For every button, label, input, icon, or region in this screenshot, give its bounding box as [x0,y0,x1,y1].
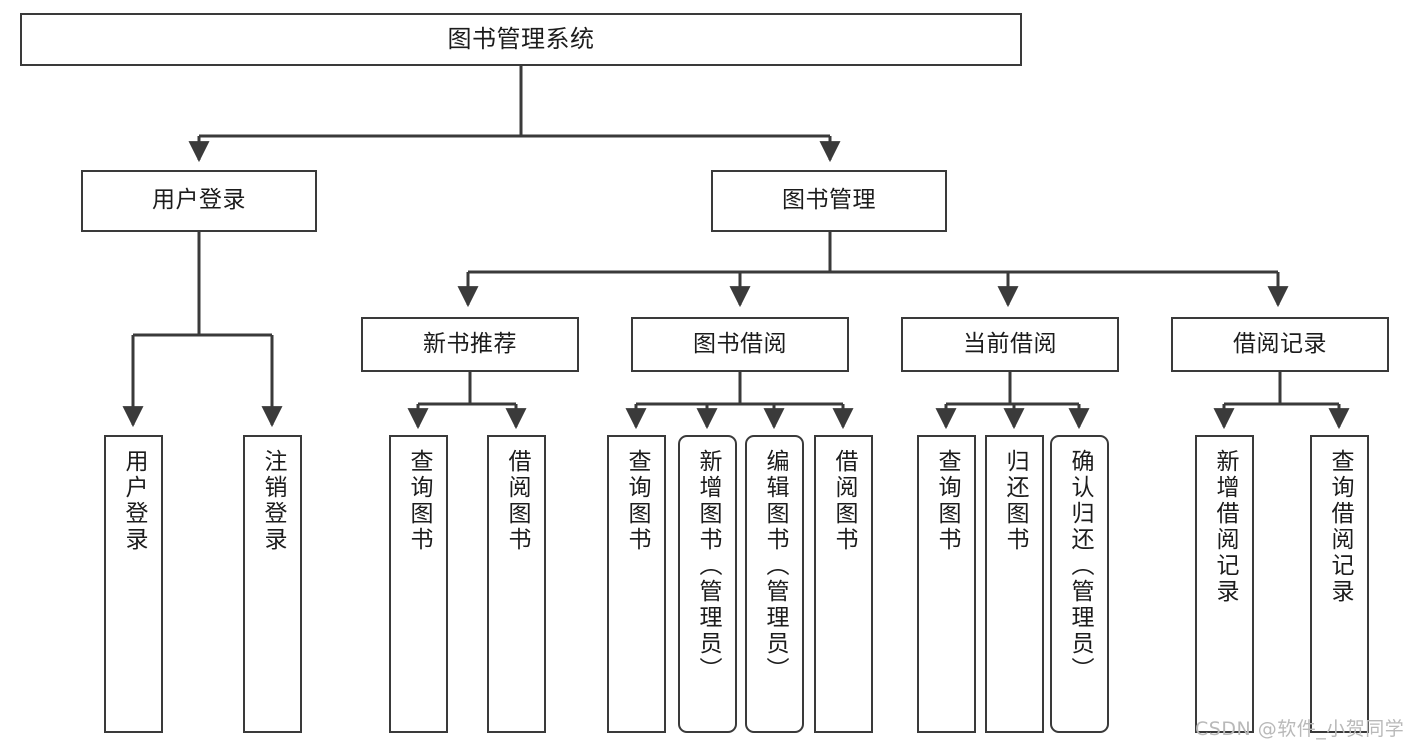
node-new-book-recommend[interactable]: 新书推荐 [361,317,579,372]
node-leaf-query-book-borrow[interactable]: 查询图书 [607,435,666,733]
node-leaf-logout-label: 注销登录 [260,449,286,553]
node-leaf-return-book-label: 归还图书 [1002,449,1028,553]
node-leaf-add-book-admin[interactable]: 新增图书（管理员） [678,435,737,733]
node-leaf-query-book-current[interactable]: 查询图书 [917,435,976,733]
node-leaf-borrow-book-rec[interactable]: 借阅图书 [487,435,546,733]
node-leaf-add-borrow-record[interactable]: 新增借阅记录 [1195,435,1254,733]
node-leaf-query-book-current-label: 查询图书 [934,449,960,553]
csdn-watermark: CSDN @软件_小贺同学 [1195,718,1405,740]
node-book-borrow-label: 图书借阅 [693,330,787,357]
node-new-book-recommend-label: 新书推荐 [423,330,517,357]
node-user-login-label: 用户登录 [152,187,246,214]
node-root[interactable]: 图书管理系统 [20,13,1022,66]
node-leaf-query-borrow-record[interactable]: 查询借阅记录 [1310,435,1369,733]
node-leaf-edit-book-admin[interactable]: 编辑图书（管理员） [745,435,804,733]
node-leaf-confirm-return-admin-label: 确认归还（管理员） [1067,449,1093,683]
node-leaf-query-book-borrow-label: 查询图书 [624,449,650,553]
node-leaf-query-book-rec[interactable]: 查询图书 [389,435,448,733]
node-current-borrow-label: 当前借阅 [963,330,1057,357]
node-leaf-logout[interactable]: 注销登录 [243,435,302,733]
node-borrow-record[interactable]: 借阅记录 [1171,317,1389,372]
node-leaf-query-borrow-record-label: 查询借阅记录 [1327,449,1353,605]
node-root-label: 图书管理系统 [447,25,595,54]
node-leaf-borrow-book-rec-label: 借阅图书 [504,449,530,553]
node-current-borrow[interactable]: 当前借阅 [901,317,1119,372]
node-leaf-user-login-label: 用户登录 [121,449,147,553]
node-book-borrow[interactable]: 图书借阅 [631,317,849,372]
node-leaf-confirm-return-admin[interactable]: 确认归还（管理员） [1050,435,1109,733]
node-user-login[interactable]: 用户登录 [81,170,317,232]
node-book-management[interactable]: 图书管理 [711,170,947,232]
node-leaf-borrow-book[interactable]: 借阅图书 [814,435,873,733]
node-leaf-user-login[interactable]: 用户登录 [104,435,163,733]
node-leaf-add-borrow-record-label: 新增借阅记录 [1212,449,1238,605]
node-book-management-label: 图书管理 [782,187,876,214]
node-leaf-add-book-admin-label: 新增图书（管理员） [695,449,721,683]
node-borrow-record-label: 借阅记录 [1233,330,1327,357]
node-leaf-edit-book-admin-label: 编辑图书（管理员） [762,449,788,683]
node-leaf-borrow-book-label: 借阅图书 [831,449,857,553]
node-leaf-query-book-rec-label: 查询图书 [406,449,432,553]
node-leaf-return-book[interactable]: 归还图书 [985,435,1044,733]
